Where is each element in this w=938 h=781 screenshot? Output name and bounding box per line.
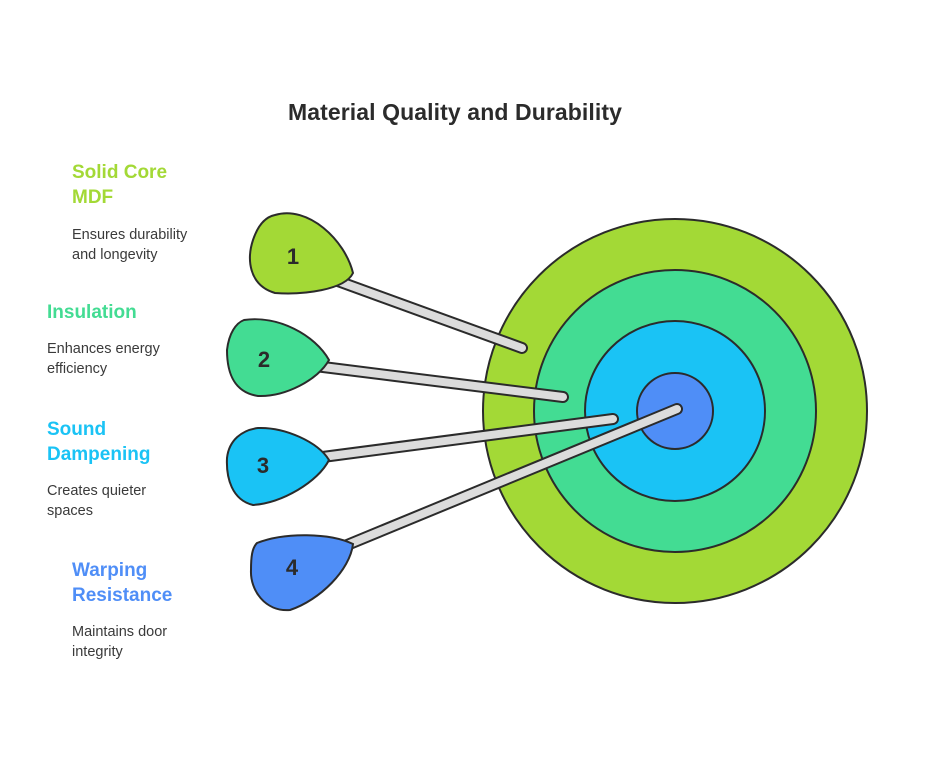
item-1-title: Solid Core MDF xyxy=(72,162,168,208)
dart-1-shaft xyxy=(329,274,528,354)
item-solid-core-mdf: Solid Core MDF Ensures durability and lo… xyxy=(72,160,242,265)
item-sound-dampening: Sound Dampening Creates quieter spaces xyxy=(47,417,217,521)
diagram-title: Material Quality and Durability xyxy=(287,99,623,125)
dart-3-number: 3 xyxy=(257,453,269,478)
dart-4-number: 4 xyxy=(286,555,299,580)
dart-1-flight xyxy=(249,212,355,295)
item-insulation: Insulation Enhances energy efficiency xyxy=(47,300,217,379)
dart-3-shaft xyxy=(309,413,619,464)
item-3-title: Sound Dampening xyxy=(47,419,151,465)
dart-2-head: 2 xyxy=(225,318,331,398)
dart-2-number: 2 xyxy=(258,347,270,372)
dart-4-shaft xyxy=(329,403,683,556)
dart-2-shaft xyxy=(309,360,569,403)
dart-3-head: 3 xyxy=(225,426,331,507)
item-1-description: Ensures durability and longevity xyxy=(72,227,188,263)
item-2-description: Enhances energy efficiency xyxy=(47,341,160,377)
item-4-title: Warping Resistance xyxy=(72,560,173,606)
item-2-title: Insulation xyxy=(47,302,137,323)
dart-heads: 1 2 3 4 xyxy=(225,212,355,612)
dart-4-flight xyxy=(249,534,355,612)
item-4-description: Maintains door integrity xyxy=(72,624,168,660)
dart-1-head: 1 xyxy=(249,212,355,295)
dart-2-flight xyxy=(225,318,331,398)
dart-3-flight xyxy=(225,426,331,507)
dart-shafts xyxy=(309,274,683,556)
item-3-description: Creates quieter spaces xyxy=(47,483,147,519)
item-warping-resistance: Warping Resistance Maintains door integr… xyxy=(72,558,242,662)
dart-1-number: 1 xyxy=(287,244,299,269)
dart-4-head: 4 xyxy=(249,534,355,612)
